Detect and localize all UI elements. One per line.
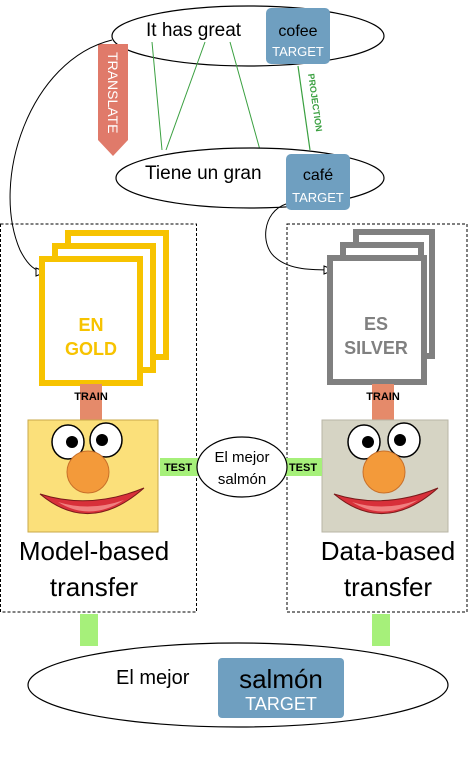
projection-line xyxy=(297,65,311,151)
output-sentence-group: El mejor salmón TARGET xyxy=(27,642,449,728)
test-input-ellipse xyxy=(196,436,288,498)
source-target-box xyxy=(266,8,330,64)
model-caption-line2: transfer xyxy=(50,572,138,602)
translate-label: TRANSLATE xyxy=(105,52,121,133)
data-caption-line2: transfer xyxy=(344,572,432,602)
source-sentence-text: It has great xyxy=(146,20,242,41)
source-target-tag: TARGET xyxy=(272,44,324,59)
puppet-face-icon xyxy=(321,419,449,533)
output-sentence-text: El mejor xyxy=(116,667,190,689)
translated-sentence-group: Tiene un gran café TARGET xyxy=(115,147,385,210)
data-based-panel xyxy=(286,223,468,613)
projection-label: PROJECTION xyxy=(306,73,324,132)
translated-sentence-text: Tiene un gran xyxy=(145,163,262,184)
source-to-gold-arrow xyxy=(9,39,113,272)
output-target-tag: TARGET xyxy=(245,694,317,714)
translated-to-silver-arrow xyxy=(265,203,334,270)
test-bar-right xyxy=(284,458,322,476)
translate-arrow: TRANSLATE xyxy=(98,44,128,156)
train-label-right: TRAIN xyxy=(366,391,400,403)
test-label-right: TEST xyxy=(289,462,317,474)
train-bar-left xyxy=(80,384,102,424)
model-based-panel xyxy=(0,223,197,613)
data-caption-line1: Data-based xyxy=(321,536,455,566)
alignment-lines xyxy=(151,41,261,151)
alignment-line xyxy=(229,41,261,151)
output-target-box xyxy=(218,658,344,718)
output-bar-right xyxy=(372,614,390,646)
silver-doc-line2: SILVER xyxy=(344,338,408,358)
translated-target-box xyxy=(286,154,350,210)
silver-doc-line1: ES xyxy=(364,314,388,334)
alignment-line xyxy=(151,41,163,151)
test-bar-left xyxy=(160,458,200,476)
document-stack-icon xyxy=(327,229,435,385)
translated-target-tag: TARGET xyxy=(292,190,344,205)
model-caption-line1: Model-based xyxy=(19,536,169,566)
train-bar-right xyxy=(372,384,394,424)
test-label-left: TEST xyxy=(164,462,192,474)
document-stack-icon xyxy=(39,230,169,386)
puppet-face-icon xyxy=(27,419,159,533)
source-sentence-group: It has great cofee TARGET xyxy=(111,5,385,67)
train-label-left: TRAIN xyxy=(74,391,108,403)
output-target-word: salmón xyxy=(239,664,323,694)
source-target-word: cofee xyxy=(278,23,317,40)
gold-doc-line2: GOLD xyxy=(65,339,117,359)
test-input-line2: salmón xyxy=(218,471,266,488)
translated-target-word: café xyxy=(303,167,333,184)
test-input-line1: El mejor xyxy=(214,449,269,466)
gold-doc-line1: EN xyxy=(78,315,103,335)
alignment-line xyxy=(165,41,206,151)
output-bar-left xyxy=(80,614,98,646)
